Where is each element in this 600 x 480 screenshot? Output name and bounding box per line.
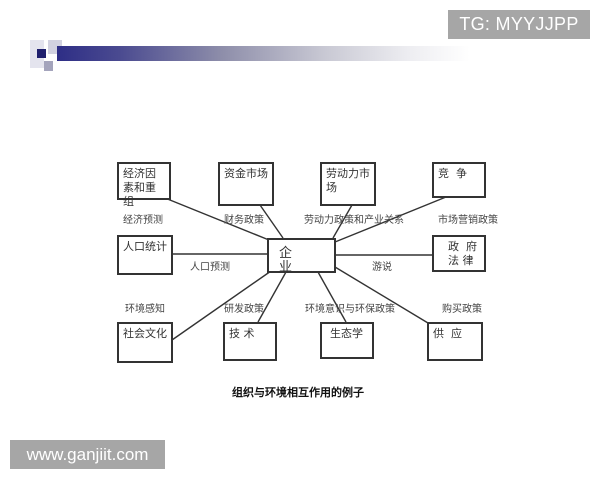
edge-label-technology: 研发政策 [224, 304, 264, 315]
node-enterprise: 企 业 [267, 238, 336, 275]
edge-label-ecology: 环境意识与环保政策 [305, 304, 395, 315]
edge-label-capital-market: 财务政策 [224, 215, 264, 226]
node-capital-market: 资金市场 [218, 162, 274, 206]
node-supply: 供 应 [427, 322, 483, 361]
edge-labor-market [332, 204, 353, 239]
edge-label-demographics: 人口预测 [190, 262, 230, 273]
node-demographics: 人口统计 [117, 235, 173, 275]
edge-supply [334, 266, 429, 324]
header-deco-square-grey [44, 61, 53, 71]
header-deco-square-dark [37, 49, 46, 58]
edge-economy [164, 197, 270, 241]
edge-label-supply: 购买政策 [442, 304, 482, 315]
edge-social-culture [171, 270, 272, 341]
edge-capital-market [259, 204, 284, 239]
watermark-top: TG: MYYJJPP [448, 10, 590, 39]
node-economy: 经济因素和重组 [117, 162, 171, 208]
edge-label-competition: 市场营销政策 [438, 215, 498, 226]
node-competition: 竞 争 [432, 162, 486, 198]
header-gradient-bar [57, 46, 470, 61]
edge-competition [334, 196, 447, 243]
diagram-caption: 组织与环境相互作用的例子 [232, 386, 364, 399]
watermark-bottom: www.ganjiit.com [10, 440, 165, 469]
node-social-culture: 社会文化 [117, 322, 173, 363]
edge-label-social-culture: 环境感知 [125, 304, 165, 315]
node-technology: 技 术 [223, 322, 277, 361]
edge-ecology [317, 271, 347, 323]
edge-label-labor-market: 劳动力政策和产业关系 [304, 215, 404, 226]
edge-label-economy: 经济预测 [123, 215, 163, 226]
node-government-law: 政 府 法 律 [432, 235, 486, 272]
edge-technology [257, 271, 287, 323]
node-ecology: 生态学 [320, 322, 374, 359]
edge-label-government-law: 游说 [372, 262, 392, 273]
node-labor-market: 劳动力市场 [320, 162, 376, 206]
